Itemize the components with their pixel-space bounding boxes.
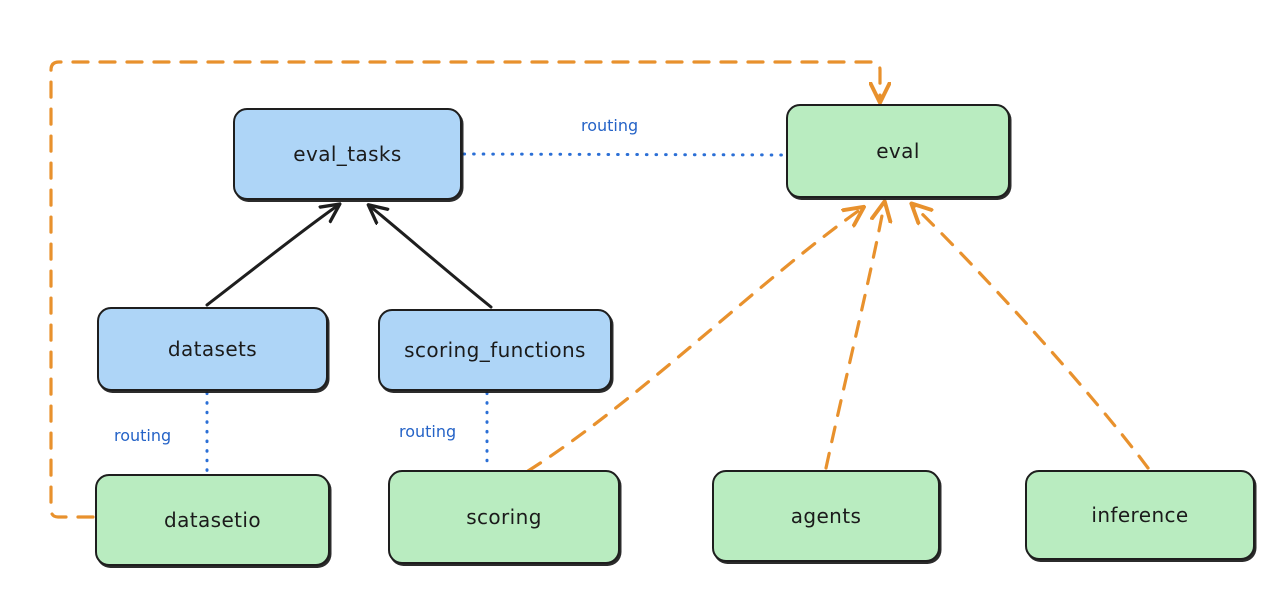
edge-datasets-eval_tasks <box>205 206 337 307</box>
edge-label-routing-scoring-functions: routing <box>396 422 460 441</box>
node-label-scoring: scoring <box>466 505 542 529</box>
node-label-eval: eval <box>876 139 920 163</box>
node-label-datasets: datasets <box>167 337 258 361</box>
node-eval[interactable]: eval <box>786 104 1010 198</box>
node-label-datasetio: datasetio <box>163 508 261 532</box>
edge-scoring_functions-eval_tasks <box>371 207 493 309</box>
edge-datasetio-eval <box>49 60 880 519</box>
node-datasets[interactable]: datasets <box>97 307 328 391</box>
node-scoring[interactable]: scoring <box>388 470 620 564</box>
edge-agents-eval <box>824 205 884 470</box>
node-inference[interactable]: inference <box>1025 470 1255 560</box>
node-agents[interactable]: agents <box>712 470 940 562</box>
node-label-scoring-functions: scoring_functions <box>404 338 586 362</box>
node-label-agents: agents <box>790 504 862 528</box>
node-scoring-functions[interactable]: scoring_functions <box>378 309 612 391</box>
edge-label-routing-eval-tasks: routing <box>578 116 642 135</box>
edge-eval_tasks-eval <box>462 152 787 157</box>
node-label-eval-tasks: eval_tasks <box>293 142 402 166</box>
edge-label-routing-datasets: routing <box>111 426 175 445</box>
node-datasetio[interactable]: datasetio <box>95 474 330 566</box>
node-eval-tasks[interactable]: eval_tasks <box>233 108 462 200</box>
edge-scoring-eval <box>526 209 861 473</box>
edge-inference-eval <box>914 206 1150 470</box>
node-label-inference: inference <box>1091 503 1189 527</box>
